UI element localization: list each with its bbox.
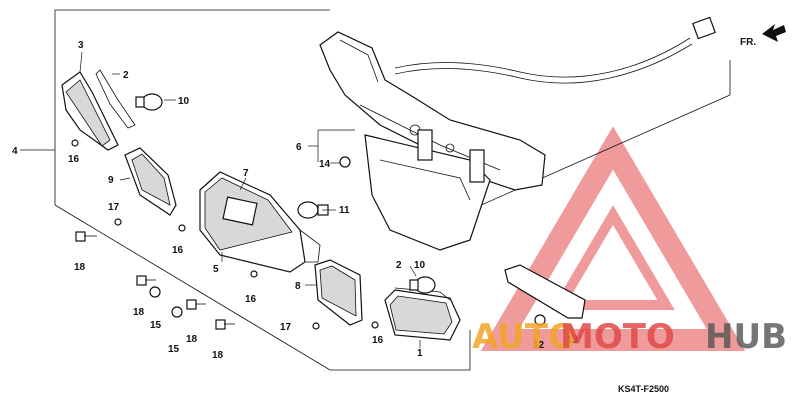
label-18: 18 bbox=[133, 307, 145, 318]
screw-icon bbox=[215, 319, 235, 330]
label-2: 2 bbox=[396, 260, 402, 271]
label-4: 4 bbox=[12, 146, 18, 157]
label-1: 1 bbox=[417, 348, 423, 359]
label-15: 15 bbox=[168, 344, 180, 355]
nut-icon bbox=[149, 286, 161, 298]
plate-bracket bbox=[504, 264, 586, 326]
right-lens-8 bbox=[314, 259, 363, 326]
label-16: 16 bbox=[245, 294, 257, 305]
front-direction-arrow: FR. bbox=[740, 24, 786, 48]
label-9: 9 bbox=[108, 175, 114, 186]
label-10: 10 bbox=[414, 260, 426, 271]
label-17: 17 bbox=[108, 202, 120, 213]
label-14: 14 bbox=[319, 159, 331, 170]
label-17: 17 bbox=[280, 322, 292, 333]
label-12: 12 bbox=[533, 340, 545, 351]
watermark-moto: MOTO bbox=[560, 317, 675, 357]
screw-icon bbox=[136, 275, 156, 286]
screw-icon bbox=[71, 139, 79, 147]
screw-icon bbox=[312, 322, 320, 330]
assembly-frame bbox=[54, 9, 731, 371]
label-6: 6 bbox=[296, 142, 302, 153]
label-18: 18 bbox=[186, 334, 198, 345]
watermark-auto: AUTO bbox=[472, 317, 577, 357]
arrow-icon bbox=[762, 24, 786, 42]
label-16: 16 bbox=[372, 335, 384, 346]
right-signal-housing bbox=[384, 287, 461, 341]
label-16: 16 bbox=[68, 154, 80, 165]
housing-bracket bbox=[319, 31, 546, 251]
direction-label: FR. bbox=[740, 37, 756, 48]
label-11: 11 bbox=[339, 205, 350, 216]
left-signal-housing bbox=[61, 71, 119, 151]
leader-lines bbox=[20, 51, 421, 348]
fasteners bbox=[71, 139, 379, 330]
screw-icon bbox=[178, 224, 186, 232]
label-7: 7 bbox=[243, 168, 249, 179]
watermark-text: AUTO MOTO HUB bbox=[472, 317, 787, 357]
screw-icon bbox=[114, 218, 122, 226]
label-2: 2 bbox=[123, 70, 129, 81]
screw-icon bbox=[371, 321, 379, 329]
label-18: 18 bbox=[74, 262, 86, 273]
part-labels: 3 2 10 4 16 9 17 18 16 7 5 11 6 14 16 8 … bbox=[12, 40, 579, 361]
watermark-logo-icon bbox=[480, 126, 746, 351]
label-5: 5 bbox=[213, 264, 219, 275]
label-8: 8 bbox=[295, 281, 301, 292]
taillight-lens bbox=[199, 171, 321, 273]
screw-icon bbox=[250, 270, 258, 278]
label-10: 10 bbox=[178, 96, 190, 107]
label-3: 3 bbox=[78, 40, 84, 51]
connector-icon bbox=[692, 16, 716, 40]
label-18: 18 bbox=[212, 350, 224, 361]
wire-harness bbox=[394, 16, 716, 84]
nut-icon bbox=[171, 306, 183, 318]
watermark-hub: HUB bbox=[705, 317, 787, 357]
left-socket-wire bbox=[95, 69, 136, 129]
left-bulb bbox=[135, 93, 163, 111]
label-13: 13 bbox=[567, 335, 579, 346]
diagram-code: KS4T-F2500 bbox=[618, 384, 669, 394]
screw-icon bbox=[186, 299, 206, 310]
label-16: 16 bbox=[172, 245, 184, 256]
grommet-icon bbox=[339, 156, 351, 168]
right-bulb bbox=[409, 276, 436, 294]
label-15: 15 bbox=[150, 320, 162, 331]
screw-icon bbox=[75, 231, 97, 242]
left-lens bbox=[124, 147, 177, 216]
